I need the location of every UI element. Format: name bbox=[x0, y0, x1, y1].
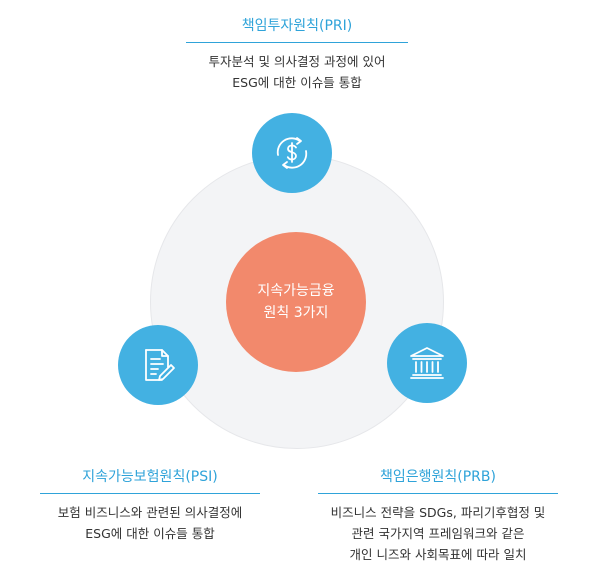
psi-title: 지속가능보험원칙(PSI) bbox=[82, 469, 218, 485]
pri-desc-2: ESG에 대한 이슈들 통합 bbox=[232, 75, 362, 90]
pri-node bbox=[252, 113, 332, 193]
prb-block: 책임은행원칙(PRB) 비즈니스 전략을 SDGs, 파리기후협정 및 관련 국… bbox=[318, 467, 558, 565]
pri-block: 책임투자원칙(PRI) 투자분석 및 의사결정 과정에 있어 ESG에 대한 이… bbox=[186, 16, 408, 93]
center-circle: 지속가능금융 원칙 3가지 bbox=[226, 232, 366, 372]
pri-divider bbox=[186, 42, 408, 43]
prb-desc-2: 관련 국가지역 프레임워크와 같은 bbox=[351, 526, 525, 541]
prb-desc-1: 비즈니스 전략을 SDGs, 파리기후협정 및 bbox=[330, 505, 546, 520]
prb-desc-3: 개인 니즈와 사회목표에 따라 일치 bbox=[349, 547, 527, 562]
psi-desc-1: 보험 비즈니스와 관련된 의사결정에 bbox=[57, 505, 243, 520]
psi-divider bbox=[40, 493, 260, 494]
psi-block: 지속가능보험원칙(PSI) 보험 비즈니스와 관련된 의사결정에 ESG에 대한… bbox=[40, 467, 260, 544]
prb-title: 책임은행원칙(PRB) bbox=[380, 469, 496, 485]
bank-building-icon bbox=[410, 347, 444, 379]
psi-node bbox=[118, 325, 198, 405]
document-pen-icon bbox=[145, 349, 175, 381]
center-line-2: 원칙 3가지 bbox=[263, 305, 329, 321]
prb-node bbox=[387, 323, 467, 403]
psi-desc-2: ESG에 대한 이슈들 통합 bbox=[85, 526, 215, 541]
dollar-cycle-icon bbox=[276, 137, 308, 169]
prb-divider bbox=[318, 493, 558, 494]
pri-title: 책임투자원칙(PRI) bbox=[241, 18, 353, 34]
pri-desc-1: 투자분석 및 의사결정 과정에 있어 bbox=[208, 54, 386, 69]
center-line-1: 지속가능금융 bbox=[257, 283, 335, 299]
